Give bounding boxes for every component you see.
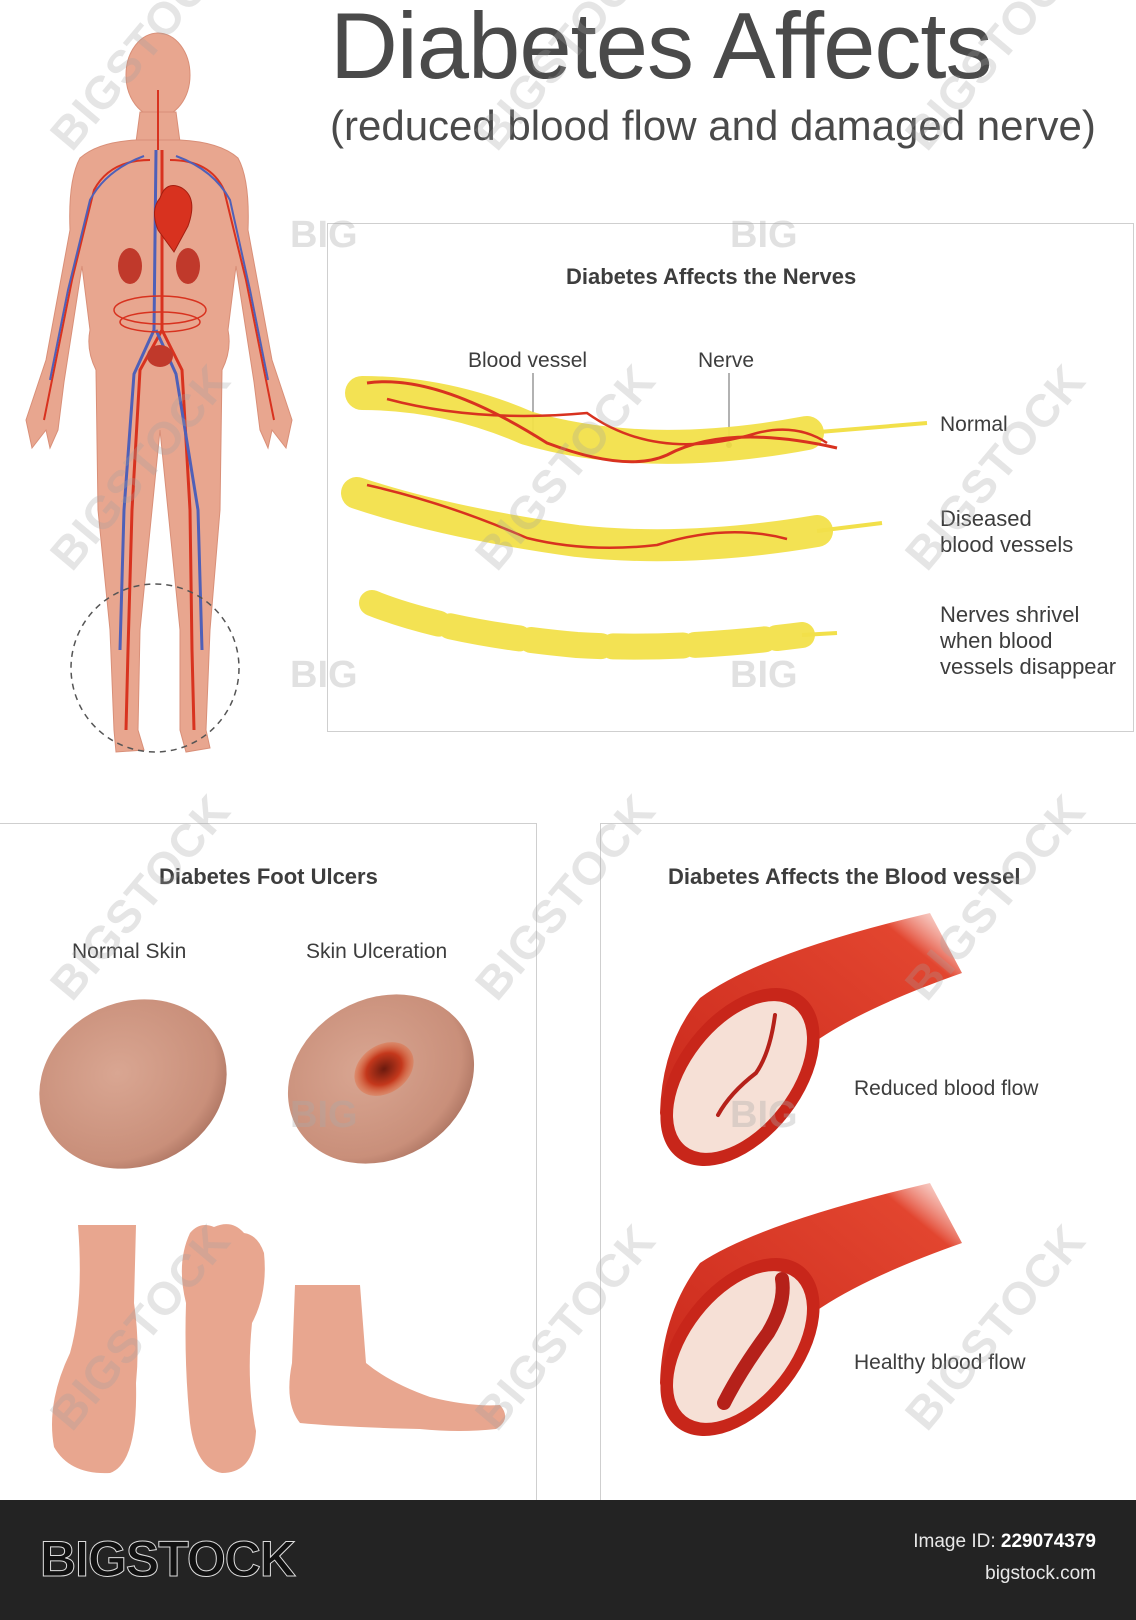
shrivelled-nerve bbox=[359, 590, 838, 660]
human-body-illustration bbox=[25, 32, 293, 753]
nerve-diagram bbox=[341, 373, 928, 660]
reduced-flow-vessel bbox=[660, 913, 962, 1166]
ulcer-wound bbox=[354, 1042, 414, 1096]
footer-brand-logo: BIGSTOCK bbox=[40, 1531, 297, 1588]
normal-nerve bbox=[345, 376, 928, 464]
label-skin-ulceration: Skin Ulceration bbox=[306, 940, 448, 963]
label-nerve: Nerve bbox=[698, 349, 755, 372]
footer-image-id: Image ID: 229074379 bbox=[913, 1531, 1096, 1553]
vessel-panel-title: Diabetes Affects the Blood vessel bbox=[668, 864, 1021, 889]
feet-illustration bbox=[52, 1224, 506, 1474]
watermark-short: BIG bbox=[290, 214, 358, 256]
watermark-short: BIG bbox=[730, 1094, 798, 1136]
label-nerves-shrivel: Nerves shrivel when blood vessels disapp… bbox=[940, 602, 1117, 679]
normal-skin-sample bbox=[39, 999, 227, 1169]
nerves-panel-title: Diabetes Affects the Nerves bbox=[566, 264, 857, 289]
watermark-short: BIG bbox=[730, 654, 798, 696]
blood-vessel-illustration bbox=[660, 913, 962, 1436]
page-title: Diabetes Affects bbox=[330, 0, 993, 98]
footer-bar bbox=[0, 1500, 1136, 1620]
diseased-nerve bbox=[341, 477, 883, 562]
watermark-short: BIG bbox=[290, 654, 358, 696]
label-blood-vessel: Blood vessel bbox=[468, 349, 588, 372]
watermark-short: BIG bbox=[730, 214, 798, 256]
image-id-value: 229074379 bbox=[1000, 1531, 1096, 1552]
ulcers-panel-title: Diabetes Foot Ulcers bbox=[159, 864, 378, 889]
label-reduced-blood-flow: Reduced blood flow bbox=[854, 1077, 1039, 1100]
image-id-label: Image ID: bbox=[913, 1531, 996, 1552]
skin-and-feet-illustration bbox=[39, 994, 506, 1474]
footer-site-link[interactable]: bigstock.com bbox=[985, 1563, 1096, 1584]
label-normal: Normal bbox=[940, 413, 1008, 436]
page-subtitle: (reduced blood flow and damaged nerve) bbox=[330, 102, 1096, 149]
healthy-flow-vessel bbox=[660, 1183, 962, 1436]
label-diseased-blood-vessels: Diseased blood vessels bbox=[940, 506, 1074, 557]
watermark-short: BIG bbox=[290, 1094, 358, 1136]
label-normal-skin: Normal Skin bbox=[72, 940, 187, 963]
label-healthy-blood-flow: Healthy blood flow bbox=[854, 1351, 1026, 1374]
